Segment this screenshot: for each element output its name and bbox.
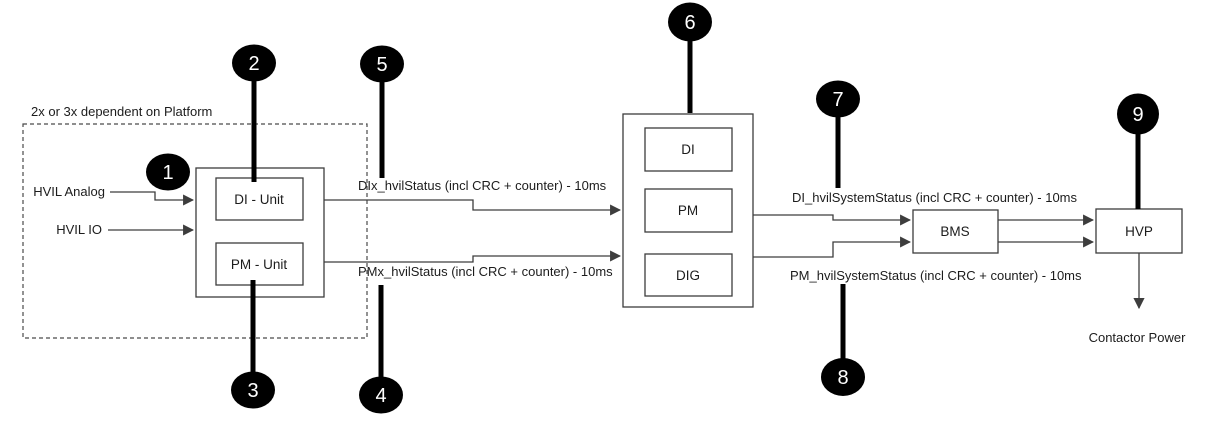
dix-status-label: DIx_hvilStatus (incl CRC + counter) - 10… — [358, 178, 607, 193]
bms-label: BMS — [940, 224, 969, 239]
di-label: DI — [681, 142, 695, 157]
di-unit-box — [215, 177, 304, 221]
hvp-label: HVP — [1125, 224, 1153, 239]
pm-box — [644, 188, 733, 233]
callout-6-circle — [668, 2, 712, 42]
callout-5-circle — [360, 45, 404, 83]
callout-1-circle — [146, 153, 190, 191]
callout-5-number: 5 — [376, 54, 387, 76]
hvil-analog-label: HVIL Analog — [33, 184, 105, 199]
dig-label: DIG — [676, 268, 700, 283]
callout-sticks — [250, 39, 1141, 379]
di-system-status-label: DI_hvilSystemStatus (incl CRC + counter)… — [792, 190, 1078, 205]
callout-9-number: 9 — [1132, 104, 1143, 126]
callouts: 1 2 3 4 5 6 7 8 9 — [146, 2, 1159, 414]
bms-box — [912, 209, 999, 254]
pm-system-status-line — [753, 236, 912, 258]
callout-8-circle — [821, 358, 865, 396]
contactor-power-label: Contactor Power — [1089, 330, 1186, 345]
callout-7-circle — [816, 80, 860, 118]
callout-2-circle — [232, 44, 276, 82]
di-unit-label: DI - Unit — [234, 192, 284, 207]
callout-2-number: 2 — [248, 53, 259, 75]
pm-label: PM — [678, 203, 698, 218]
callout-4-number: 4 — [375, 385, 386, 407]
pmx-status-label: PMx_hvilStatus (incl CRC + counter) - 10… — [358, 264, 613, 279]
callout-9-circle — [1117, 93, 1159, 135]
pm-unit-label: PM - Unit — [231, 257, 288, 272]
di-box — [644, 127, 733, 172]
hvil-io-label: HVIL IO — [56, 222, 102, 237]
callout-8-number: 8 — [837, 367, 848, 389]
platform-note: 2x or 3x dependent on Platform — [31, 104, 212, 119]
platform-group-dashed-box — [22, 123, 368, 339]
callout-3-number: 3 — [247, 380, 258, 402]
pm-unit-box — [215, 242, 304, 286]
callout-4-circle — [359, 376, 403, 414]
callout-6-number: 6 — [684, 12, 695, 34]
callout-1-number: 1 — [162, 162, 173, 184]
hvil-analog-arrow — [110, 191, 195, 206]
dix-status-line — [324, 199, 622, 216]
hvp-box — [1095, 208, 1183, 254]
dig-box — [644, 253, 733, 297]
callout-3-circle — [231, 371, 275, 409]
pm-system-status-label: PM_hvilSystemStatus (incl CRC + counter)… — [790, 268, 1082, 283]
pmx-status-line — [324, 250, 622, 263]
di-system-status-line — [753, 214, 912, 226]
callout-7-number: 7 — [832, 89, 843, 111]
